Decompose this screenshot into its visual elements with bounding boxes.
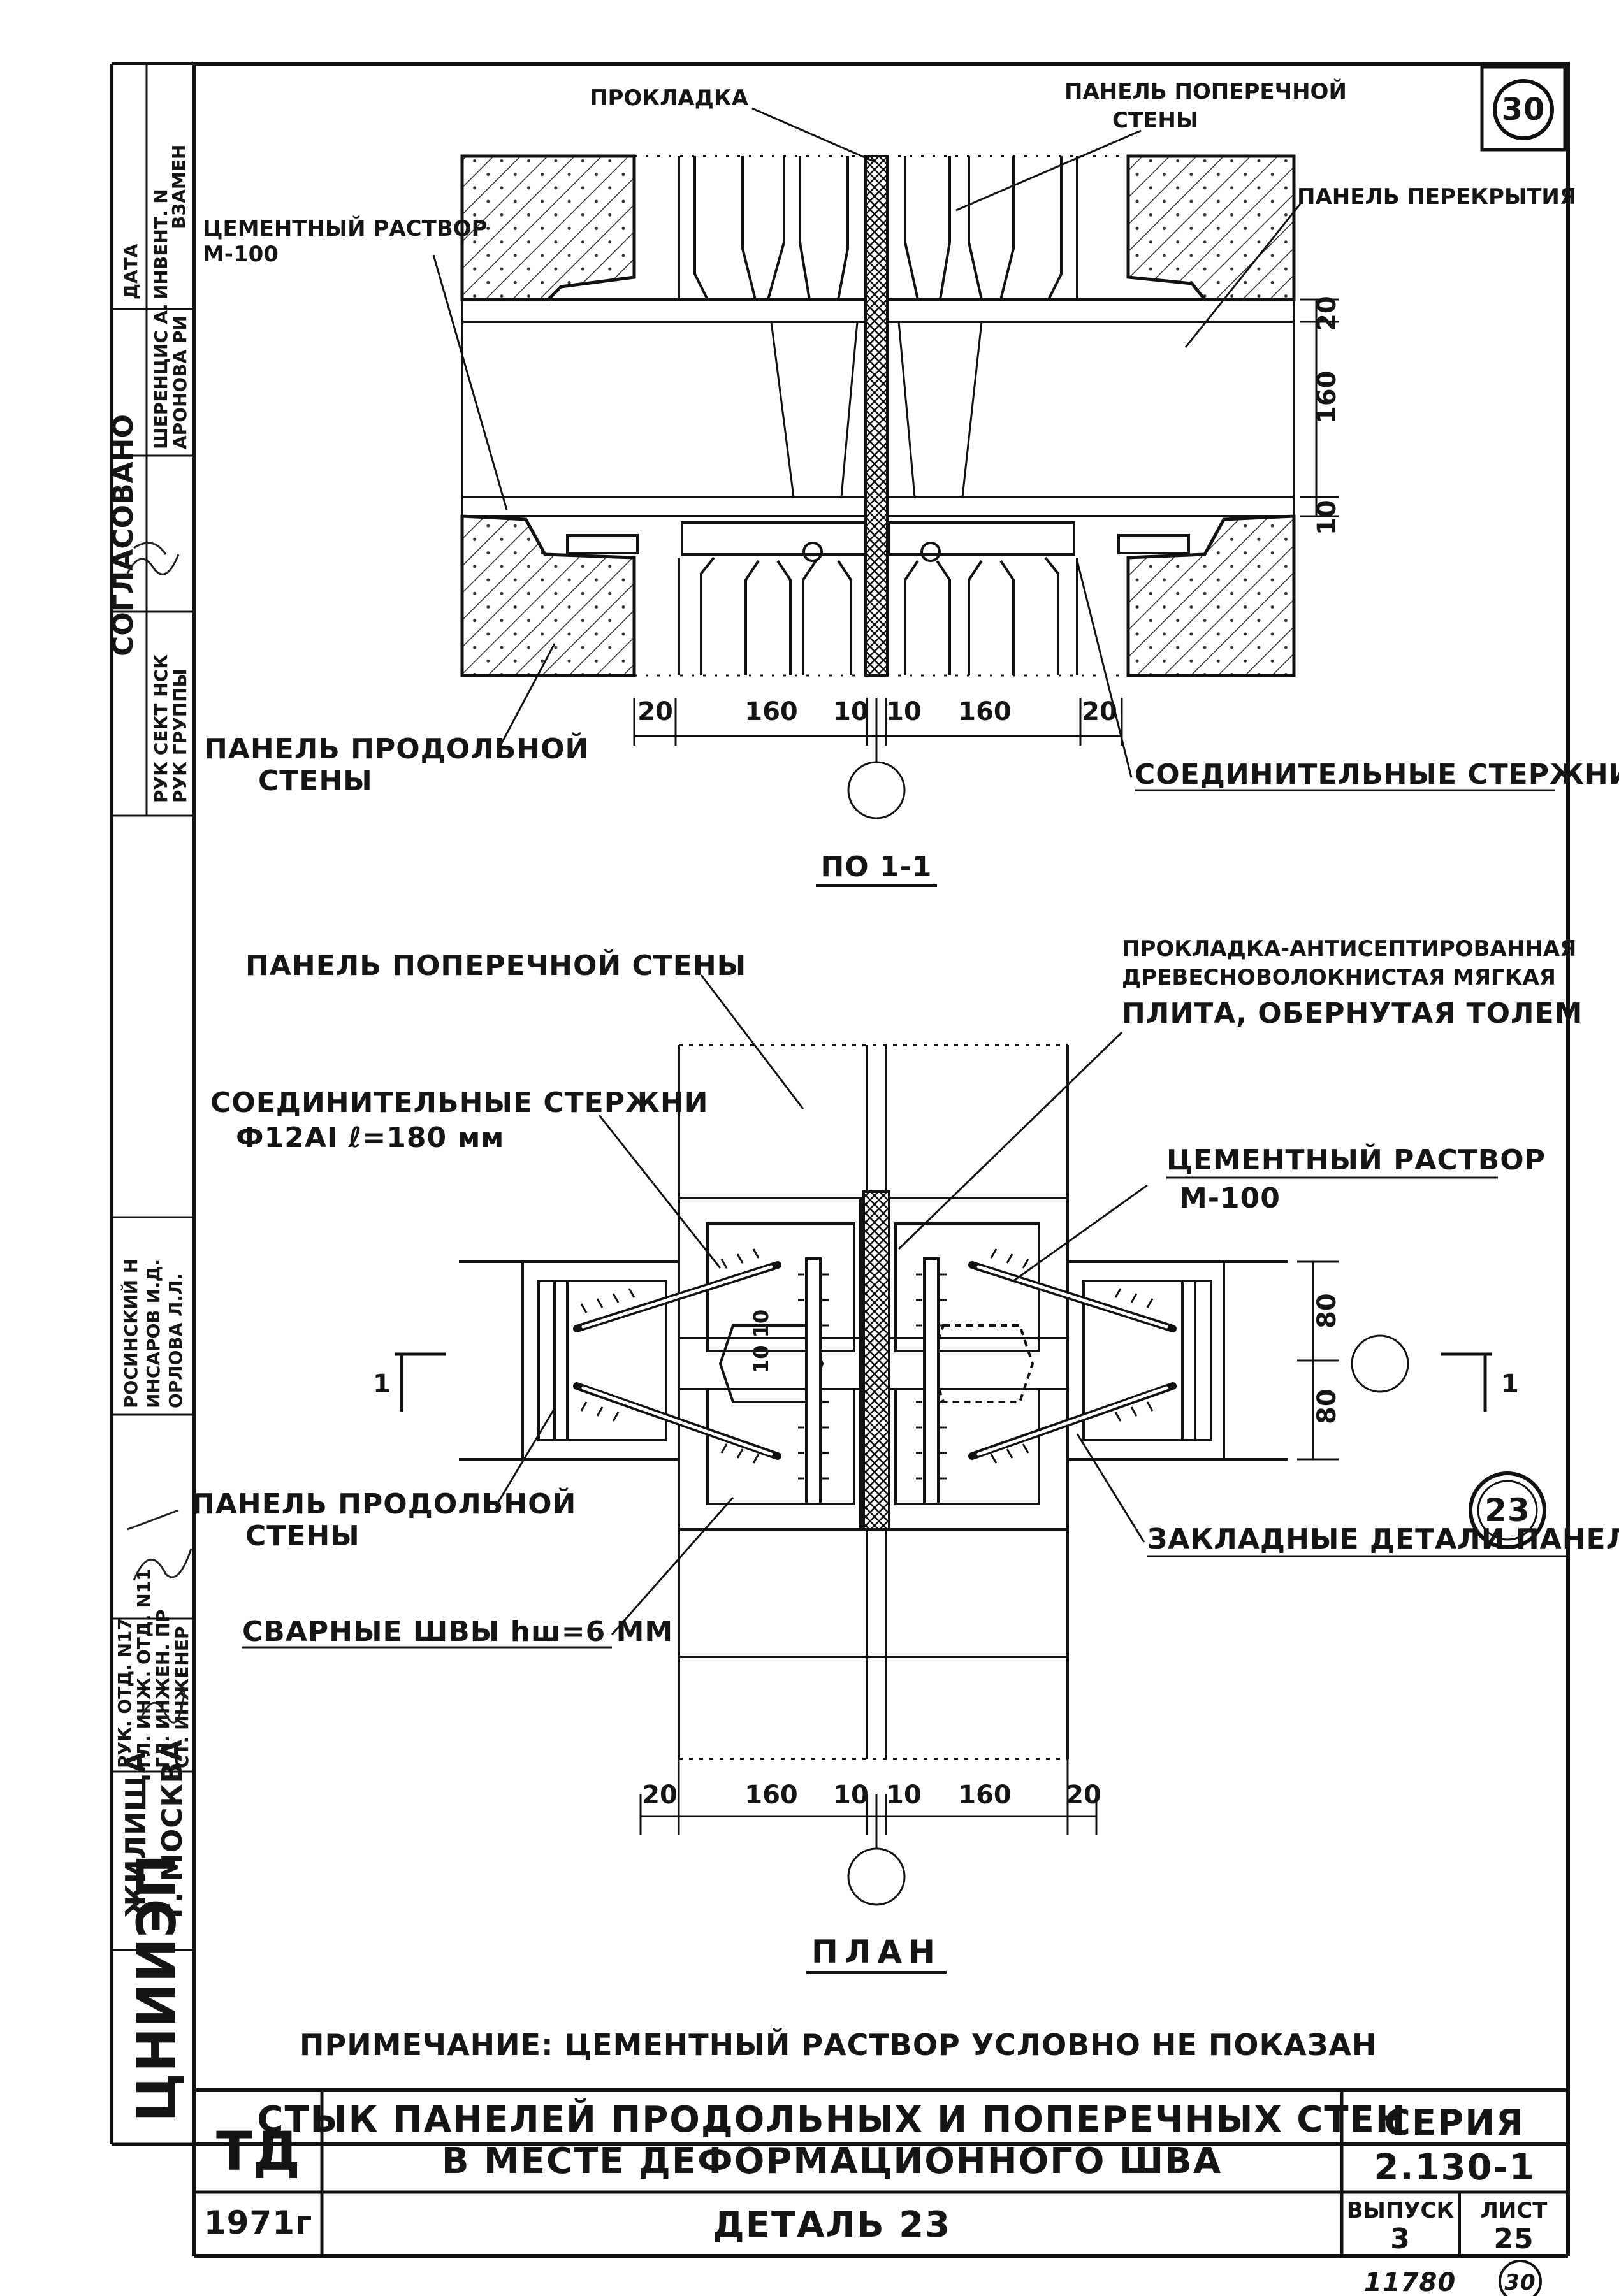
stamp-cell: ГЛ. ИНЖ. ОТД. N11: [133, 1568, 154, 1768]
approval-title: СОГЛАСОВАНО: [107, 414, 140, 656]
dim-bottom: 10: [886, 697, 922, 726]
note: ПРИМЕЧАНИЕ: ЦЕМЕНТНЫЙ РАСТВОР УСЛОВНО НЕ…: [300, 2028, 1377, 2062]
dim-bottom: 160: [958, 1780, 1012, 1810]
section-view: 20 160 10 20 160 10 10 160 20 ПРОКЛАДКА …: [203, 78, 1619, 887]
label-gasket-3: ПЛИТА, ОБЕРНУТАЯ ТОЛЕМ: [1122, 997, 1583, 1030]
signatures: [126, 542, 192, 1724]
dim-bottom: 10: [886, 1780, 922, 1810]
dim-right: 80: [1312, 1389, 1342, 1424]
doc-code: ТД: [216, 2120, 300, 2183]
label-long-wall: ПАНЕЛЬ ПРОДОЛЬНОЙ: [204, 732, 589, 765]
label-cement: ЦЕМЕНТНЫЙ РАСТВОР: [203, 215, 488, 242]
label-cross-wall: ПАНЕЛЬ ПОПЕРЕЧНОЙ: [1064, 78, 1347, 105]
stamp-cell: РУК СЕКТ НСК: [150, 654, 171, 803]
dim-bottom: 160: [958, 697, 1012, 726]
footer-circle-number: 30: [1504, 2270, 1536, 2295]
sheet-number: 30: [1502, 92, 1546, 127]
series-value: 2.130-1: [1374, 2147, 1535, 2188]
dim-center: 10 10: [749, 1310, 773, 1373]
stamp-cell: РОСИНСКИЙ Н: [120, 1259, 142, 1408]
detail-marker: [1469, 1471, 1546, 1549]
sheet-label: ЛИСТ: [1481, 2198, 1548, 2223]
stamp-cell: ШЕРЕНЦИС А.: [150, 303, 171, 449]
label-long-wall-2: СТЕНЫ: [245, 1520, 360, 1552]
dim-right: 80: [1312, 1293, 1342, 1329]
gasket-strip: [864, 155, 889, 677]
label-connecting-rods: СОЕДИНИТЕЛЬНЫЕ СТЕРЖНИ: [1135, 758, 1619, 791]
stamp-cell: АРОНОВА РИ: [170, 315, 191, 449]
dim-right: 10: [1312, 500, 1342, 535]
dim-bottom: 160: [744, 697, 798, 726]
issue-value: 3: [1390, 2223, 1411, 2255]
sheet-number-circle: [1493, 79, 1554, 140]
label-gasket-2: ДРЕВЕСНОВОЛОКНИСТАЯ МЯГКАЯ: [1122, 965, 1556, 990]
label-cross-wall-2: СТЕНЫ: [1112, 108, 1198, 133]
label-cement-grade: М-100: [203, 242, 279, 267]
stamp-cell: РУК. ОТД. N17: [114, 1618, 135, 1768]
dim-bottom: 10: [833, 697, 869, 726]
dim-bottom: 20: [642, 1780, 678, 1810]
title-block: ТД 1971г СТЫК ПАНЕЛЕЙ ПРОДОЛЬНЫХ И ПОПЕР…: [192, 2081, 1570, 2258]
axis-bubble: [847, 1847, 906, 1906]
label-floor-panel: ПАНЕЛЬ ПЕРЕКРЫТИЯ: [1297, 184, 1576, 210]
stamp-cell: ИНВЕНТ. N: [150, 189, 171, 300]
label-long-wall: ПАНЕЛЬ ПРОДОЛЬНОЙ: [191, 1487, 576, 1520]
issue-label: ВЫПУСК: [1347, 2198, 1455, 2223]
sheet-value: 25: [1493, 2223, 1534, 2255]
footer-stamp: 11780: [1364, 2268, 1456, 2296]
axis-bubble: [847, 761, 906, 819]
plan-gasket: [862, 1190, 890, 1531]
section-mark-left: 1: [373, 1369, 391, 1399]
label-gasket: ПРОКЛАДКА: [590, 85, 749, 111]
series-label: СЕРИЯ: [1384, 2102, 1525, 2144]
dim-bottom: 10: [833, 1780, 869, 1810]
label-welds: СВАРНЫЕ ШВЫ hш=6 ММ: [242, 1615, 673, 1648]
label-cross-wall-panel: ПАНЕЛЬ ПОПЕРЕЧНОЙ СТЕНЫ: [245, 948, 746, 982]
org-city: г. МОСКВА: [156, 1739, 189, 1918]
plan-caption: ПЛАН: [811, 1933, 941, 1970]
dim-right: 20: [1312, 296, 1342, 331]
dim-bottom: 20: [637, 697, 673, 726]
dim-right: 160: [1312, 371, 1342, 424]
dim-bottom: 160: [744, 1780, 798, 1810]
year: 1971г: [204, 2204, 312, 2241]
detail-marker-number: 23: [1485, 1492, 1530, 1529]
stamp-cell: ИНСАРОВ И.Д.: [143, 1259, 164, 1408]
title-line-1: СТЫК ПАНЕЛЕЙ ПРОДОЛЬНЫХ И ПОПЕРЕЧНЫХ СТЕ…: [257, 2098, 1406, 2141]
footer-circle: [1499, 2260, 1542, 2296]
label-embedded: ЗАКЛАДНЫЕ ДЕТАЛИ ПАНЕЛЕЙ: [1147, 1522, 1619, 1556]
stamp-cell: РУК ГРУППЫ: [170, 668, 191, 803]
label-rods: СОЕДИНИТЕЛЬНЫЕ СТЕРЖНИ: [210, 1087, 708, 1119]
stamp-cell: ДАТА: [120, 243, 142, 300]
axis-bubble: [1351, 1334, 1409, 1393]
stamp-cell: ОРЛОВА Л.Л.: [165, 1273, 186, 1408]
side-stamp: СОГЛАСОВАНО ДАТА ИНВЕНТ. N ВЗАМЕН ШЕРЕНЦ…: [107, 145, 192, 1768]
org-name: ЦНИИЭП: [126, 1854, 188, 2122]
label-rods-spec: Ф12АI ℓ=180 мм: [236, 1122, 504, 1154]
stamp-cell: ВЗАМЕН: [168, 145, 189, 229]
dim-bottom: 20: [1066, 1780, 1101, 1810]
drawing-frame: [192, 62, 1570, 2146]
org-name-2: ЖИЛИЩА: [120, 1751, 152, 1918]
weld-marks: [580, 1248, 1154, 1480]
stamp-cell: ГЛ. ИНЖЕН. ПР: [152, 1609, 173, 1768]
section-caption: ПО 1-1: [820, 851, 932, 883]
label-gasket: ПРОКЛАДКА-АНТИСЕПТИРОВАННАЯ: [1122, 936, 1576, 962]
label-cement: ЦЕМЕНТНЫЙ РАСТВОР: [1166, 1143, 1546, 1176]
stamp-cell: СТ. ИНЖЕНЕР: [171, 1626, 192, 1768]
org-block: ЦНИИЭП ЖИЛИЩА г. МОСКВА: [120, 1739, 189, 2122]
detail-name: ДЕТАЛЬ 23: [713, 2204, 951, 2246]
section-mark-right: 1: [1501, 1369, 1519, 1399]
label-cement-grade: М-100: [1179, 1182, 1281, 1215]
title-line-2: В МЕСТЕ ДЕФОРМАЦИОННОГО ШВА: [442, 2141, 1222, 2182]
dim-bottom: 20: [1082, 697, 1117, 726]
plan-view: 10 10 1 1 80 80 23: [191, 936, 1619, 1974]
label-long-wall-2: СТЕНЫ: [258, 765, 373, 797]
